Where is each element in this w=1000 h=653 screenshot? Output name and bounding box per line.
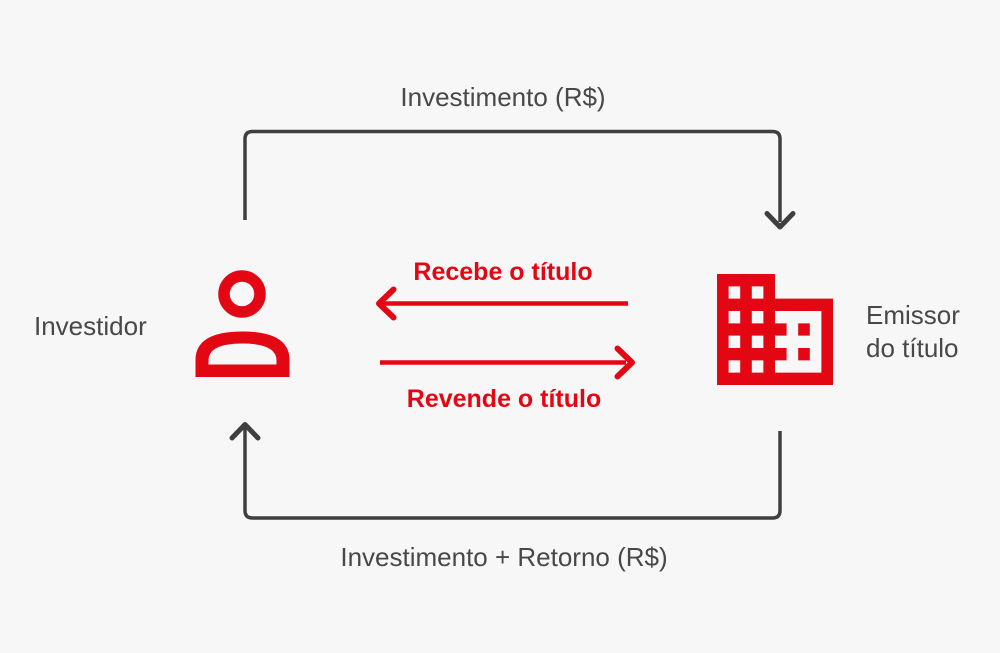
arrow-down-icon — [764, 211, 796, 230]
return-flow-arrow — [229, 422, 782, 520]
return-flow-label: Investimento + Retorno (R$) — [340, 542, 668, 572]
investor-label: Investidor — [34, 311, 147, 341]
person-icon — [194, 267, 291, 381]
investment-flow-arrow — [243, 129, 796, 230]
building-icon — [717, 274, 833, 385]
arrow-left-icon — [376, 286, 397, 321]
arrow-up-icon — [229, 422, 261, 441]
resell-title-arrow — [380, 345, 635, 380]
receive-title-label: Recebe o título — [413, 258, 593, 286]
issuer-label: Emissor do título — [866, 300, 960, 363]
investment-flow-label: Investimento (R$) — [400, 82, 606, 112]
receive-title-arrow — [376, 286, 628, 321]
arrow-right-icon — [614, 345, 635, 380]
resell-title-label: Revende o título — [406, 385, 602, 413]
